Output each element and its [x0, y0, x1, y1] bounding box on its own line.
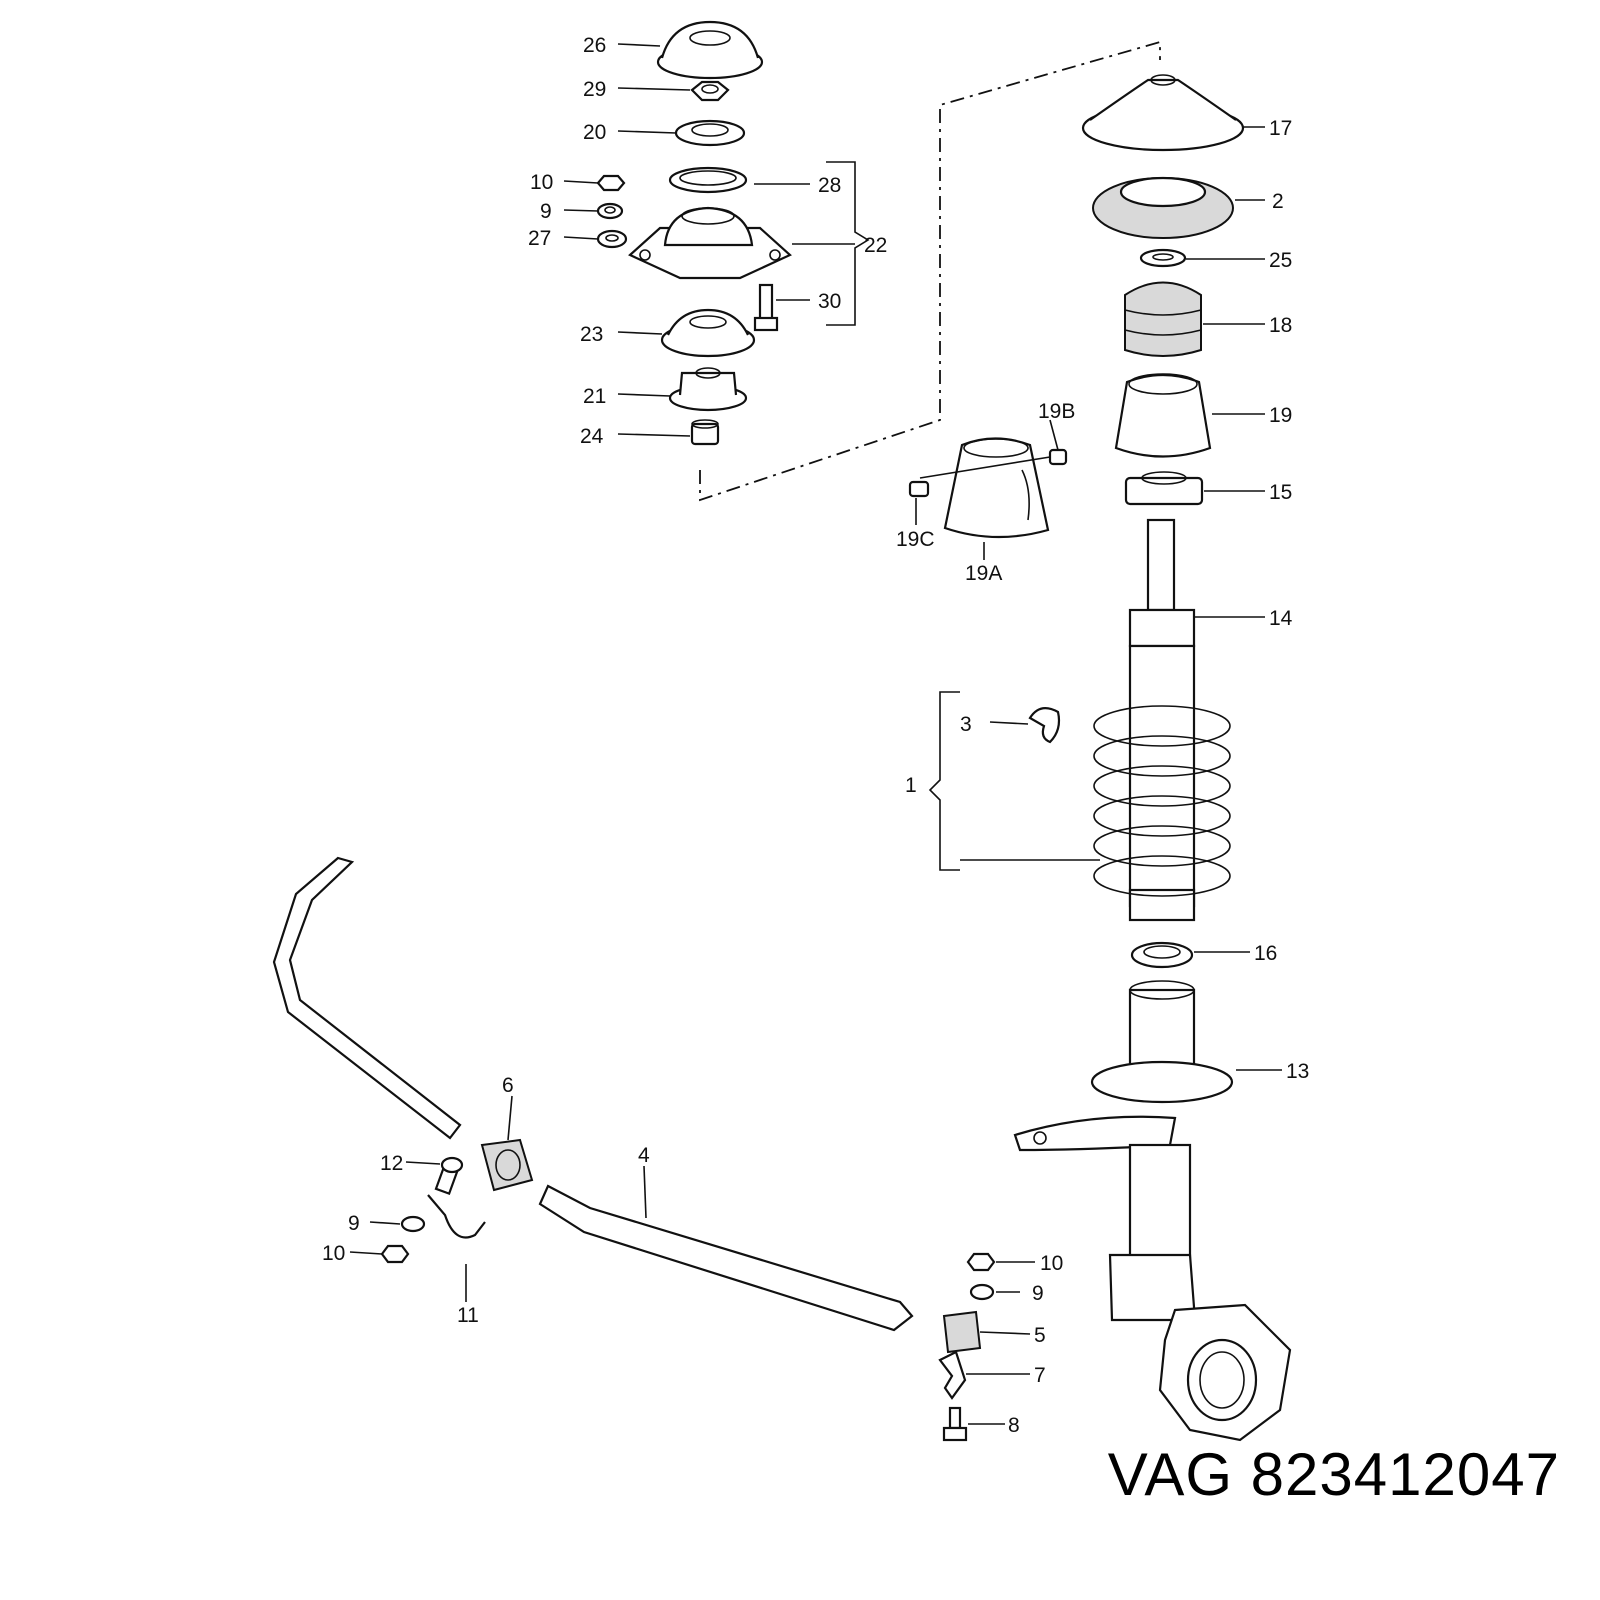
- callout-19C: 19C: [896, 528, 935, 551]
- part-30-bolt: [753, 283, 779, 332]
- part-3-spring-insert: [1028, 707, 1061, 744]
- callout-1: 1: [905, 774, 917, 797]
- callout-11: 11: [457, 1304, 479, 1327]
- part-25-washer: [1139, 248, 1187, 268]
- part-19C-bolt: [908, 480, 930, 498]
- part-9-lockwasher-right: [969, 1283, 995, 1301]
- part-4-stabilizer-bar-right: [538, 1184, 914, 1332]
- bracket-1: [928, 691, 960, 871]
- callout-9-upper: 9: [540, 200, 552, 223]
- part-7-clamp-right: [938, 1350, 967, 1400]
- callout-30: 30: [818, 290, 841, 313]
- part-29-nut: [690, 80, 730, 102]
- callout-3: 3: [960, 713, 972, 736]
- part-13-strut-housing: [1013, 980, 1292, 1442]
- part-10-nut-left: [380, 1244, 410, 1264]
- part-8-bolt: [942, 1406, 968, 1442]
- callout-20: 20: [583, 121, 606, 144]
- callout-27: 27: [528, 227, 551, 250]
- part-9-lockwasher-upper: [596, 202, 624, 220]
- part-27-washer: [596, 229, 628, 249]
- part-12-bolt: [434, 1156, 464, 1196]
- part-2-upper-mount: [1092, 176, 1234, 239]
- part-11-clamp: [427, 1194, 486, 1239]
- callout-5: 5: [1034, 1324, 1046, 1347]
- part-16-spring-seat: [1130, 941, 1194, 969]
- callout-12: 12: [380, 1152, 403, 1175]
- part-22-mount-plate: [628, 206, 792, 280]
- part-24-sleeve: [690, 419, 720, 446]
- callout-23: 23: [580, 323, 603, 346]
- callout-10-upper: 10: [530, 171, 553, 194]
- part-15-bearing: [1124, 471, 1204, 506]
- callout-29: 29: [583, 78, 606, 101]
- part-10-nut-upper: [596, 174, 626, 192]
- leader-lines: [349, 43, 1282, 1425]
- part-18-bump-stop: [1124, 281, 1202, 357]
- part-6-bushing-left: [480, 1138, 534, 1192]
- part-17-top-cap: [1081, 74, 1245, 152]
- callout-28: 28: [818, 174, 841, 197]
- part-19A-boot: [943, 437, 1050, 539]
- callout-17: 17: [1269, 117, 1292, 140]
- callout-6: 6: [502, 1074, 514, 1097]
- dash-dot-connector: [699, 40, 1161, 502]
- callout-7: 7: [1034, 1364, 1046, 1387]
- callout-10-right: 10: [1040, 1252, 1063, 1275]
- part-9-lockwasher-left: [400, 1215, 426, 1233]
- part-4-stabilizer-bar-left: [272, 856, 462, 1140]
- part-19-dust-boot: [1114, 373, 1212, 458]
- callout-24: 24: [580, 425, 604, 448]
- callout-19B: 19B: [1038, 400, 1075, 423]
- callout-18: 18: [1269, 314, 1292, 337]
- part-26-cap: [656, 20, 764, 80]
- part-10-nut-right: [966, 1252, 996, 1272]
- callout-19A: 19A: [965, 562, 1002, 585]
- callout-25: 25: [1269, 249, 1292, 272]
- callout-16: 16: [1254, 942, 1277, 965]
- callout-9-right: 9: [1032, 1282, 1044, 1305]
- part-1-coil-spring: [1093, 705, 1231, 897]
- callout-9-left: 9: [348, 1212, 360, 1235]
- part-5-bushing-right: [942, 1310, 982, 1354]
- callout-15: 15: [1269, 481, 1292, 504]
- callout-8: 8: [1008, 1414, 1020, 1437]
- part-number-caption: VAG 823412047: [1107, 1441, 1560, 1508]
- callout-21: 21: [583, 385, 606, 408]
- part-14-shock-absorber: [1128, 518, 1196, 922]
- part-23-seat: [660, 308, 756, 358]
- callout-22: 22: [864, 234, 887, 257]
- callout-14: 14: [1269, 607, 1293, 630]
- callout-19: 19: [1269, 404, 1292, 427]
- callout-10-left: 10: [322, 1242, 345, 1265]
- callout-4: 4: [638, 1144, 650, 1167]
- bracket-22: [826, 161, 870, 326]
- part-28-ring: [668, 166, 748, 194]
- callout-13: 13: [1286, 1060, 1309, 1083]
- callout-2: 2: [1272, 190, 1284, 213]
- callout-26: 26: [583, 34, 606, 57]
- part-21-bushing: [668, 367, 748, 412]
- part-20-washer: [674, 119, 746, 147]
